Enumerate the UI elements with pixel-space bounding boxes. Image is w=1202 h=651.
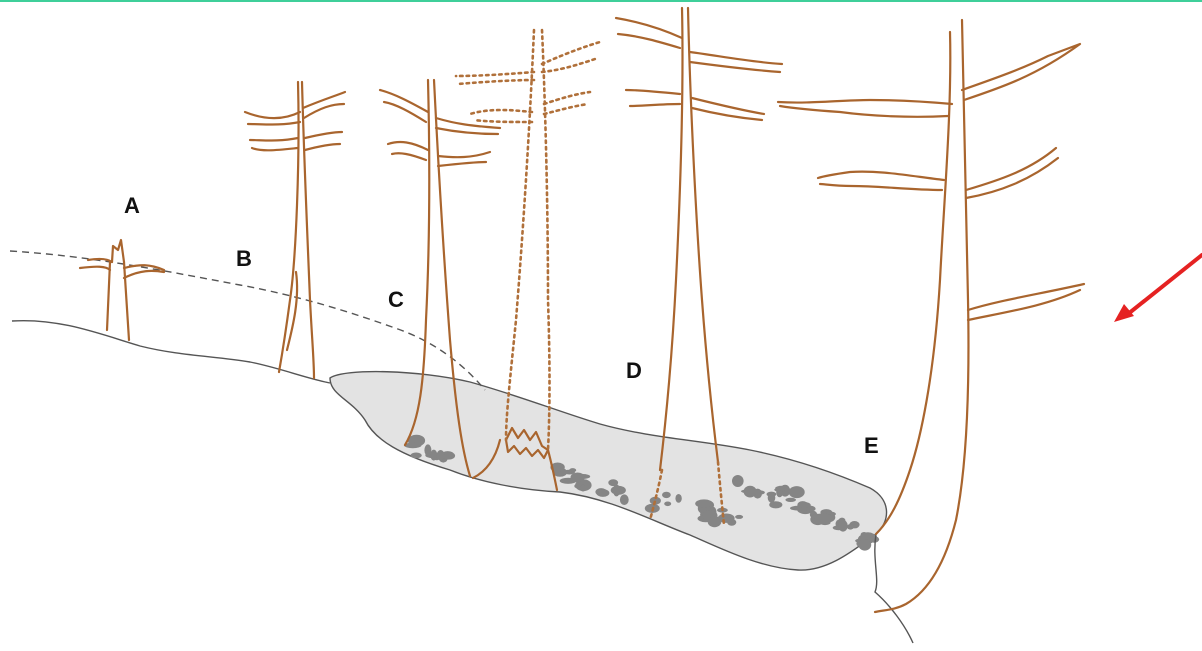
stone (675, 494, 681, 503)
stone (410, 453, 421, 459)
stone (775, 486, 788, 491)
stone (662, 492, 671, 498)
stone (847, 524, 854, 530)
stone (613, 484, 620, 496)
stone (798, 502, 811, 508)
stone (768, 493, 776, 503)
stone (789, 486, 805, 498)
stone (838, 520, 848, 532)
stone (560, 478, 577, 484)
stone (580, 485, 586, 492)
tree-b (245, 82, 345, 378)
stone (596, 489, 609, 497)
stone (814, 513, 832, 524)
former-ground-dashed-line (10, 251, 485, 390)
label-b: B (236, 246, 252, 271)
debris-deposit (330, 372, 887, 571)
stone (569, 468, 576, 472)
stone (620, 494, 629, 505)
tree-a (80, 240, 164, 340)
stone (744, 486, 757, 498)
stone (732, 475, 744, 487)
stone (858, 539, 871, 550)
stone (708, 517, 722, 528)
red-arrow-icon (1114, 255, 1202, 322)
ground-line-lower (875, 534, 913, 643)
stone (437, 450, 445, 460)
stone (664, 502, 671, 507)
stone (424, 444, 431, 455)
label-e: E (864, 433, 879, 458)
label-a: A (124, 193, 140, 218)
label-c: C (388, 287, 404, 312)
label-d: D (626, 358, 642, 383)
stone (695, 499, 713, 507)
stone (735, 515, 743, 519)
stone (785, 498, 796, 502)
